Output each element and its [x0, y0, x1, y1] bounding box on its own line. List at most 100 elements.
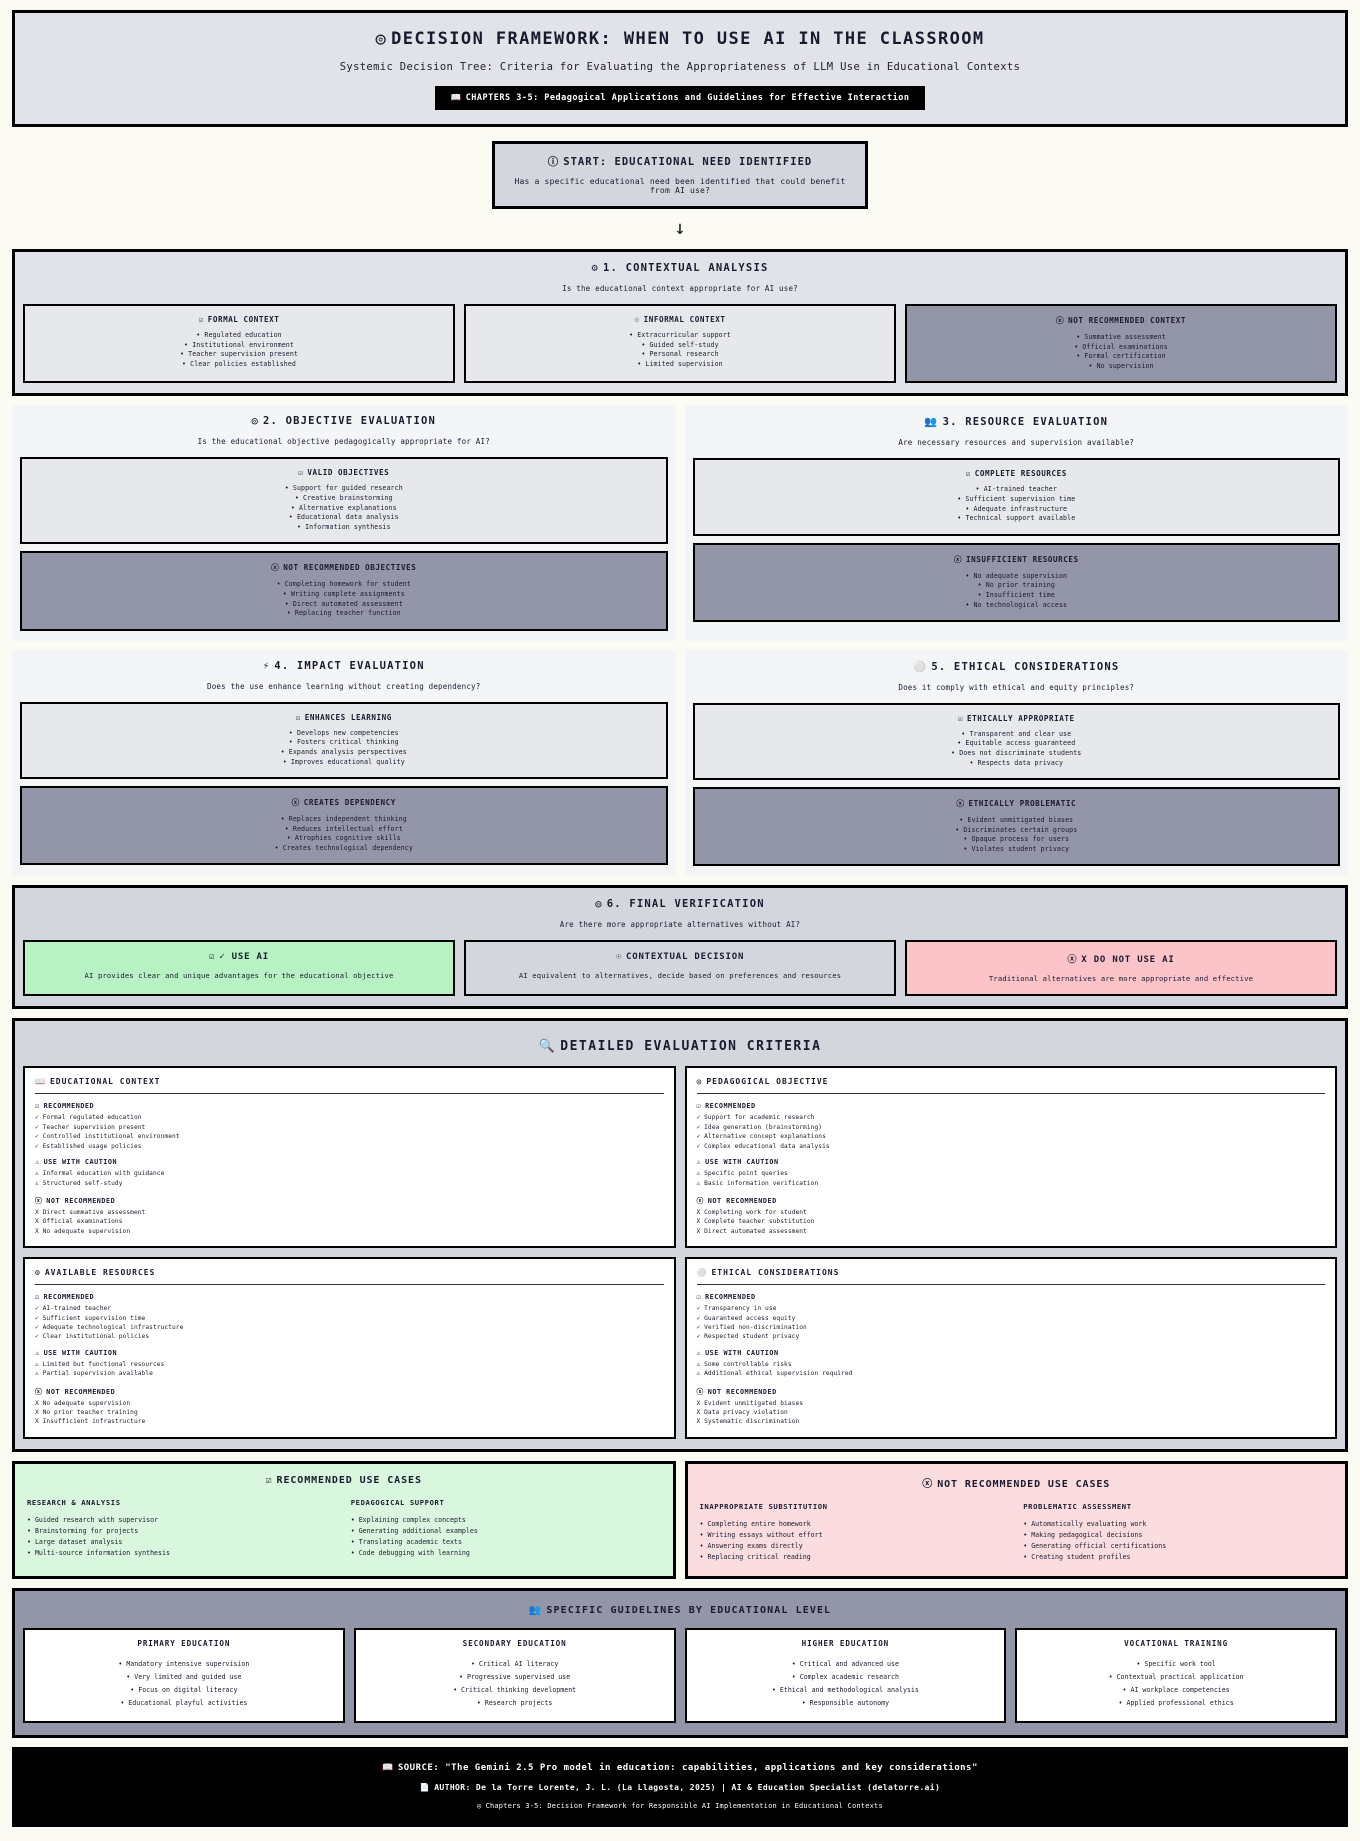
list-item: X Direct summative assessment: [35, 1208, 146, 1216]
list-item: Contextual practical application: [1025, 1671, 1327, 1684]
list-item: Research projects: [364, 1697, 666, 1710]
x-circle-icon: ⓧ: [291, 798, 300, 808]
list-item: Sufficient supervision time: [703, 495, 1331, 505]
list-item: Mandatory intensive supervision: [33, 1658, 335, 1671]
x-circle-icon: ⓧ: [922, 1478, 934, 1490]
warning-triangle-icon: ⚠: [696, 1158, 702, 1167]
group-recommended-items: ✓ Transparency in use ✓ Guaranteed acces…: [697, 1304, 1326, 1342]
branch-items: Replaces independent thinking Reduces in…: [30, 815, 658, 853]
stage-1-branches: ☑FORMAL CONTEXT Regulated education Inst…: [23, 304, 1337, 384]
outcome-desc: AI equivalent to alternatives, decide ba…: [518, 971, 842, 981]
branch-items: Summative assessment Official examinatio…: [915, 333, 1327, 371]
column-heading: RESEARCH & ANALYSIS: [27, 1497, 121, 1507]
x-circle-icon: ⓧ: [1067, 955, 1078, 966]
list-item: ⚠ Specific point queries: [696, 1170, 788, 1178]
list-item: Respects data privacy: [703, 759, 1331, 769]
list-item: Making pedagogical decisions: [1023, 1530, 1333, 1541]
book-icon: 📖: [382, 1762, 394, 1773]
warning-triangle-icon: ⚠: [35, 1348, 40, 1357]
outcome-contextual-decision[interactable]: ☉CONTEXTUAL DECISION AI equivalent to al…: [464, 940, 896, 997]
column-heading: PROBLEMATIC ASSESSMENT: [1023, 1501, 1132, 1511]
criteria-card-ethical-considerations: ⚪ETHICAL CONSIDERATIONS ☑RECOMMENDED ✓ T…: [684, 1257, 1337, 1439]
stage-4-impact-evaluation: ⚡4. IMPACT EVALUATION Does the use enhan…: [12, 649, 676, 877]
list-item: Formal certification: [915, 352, 1327, 362]
list-item: Personal research: [474, 350, 886, 360]
list-item: ✓ Complex educational data analysis: [696, 1142, 830, 1150]
criteria-title: 🔍DETAILED EVALUATION CRITERIA: [538, 1039, 822, 1055]
list-item: Reduces intellectual effort: [30, 825, 658, 835]
gear-icon: ⚙: [35, 1268, 41, 1278]
group-caution-label: ⚠USE WITH CAUTION: [696, 1158, 779, 1167]
list-item: Does not discriminate students: [703, 749, 1331, 759]
criteria-grid: 📖EDUCATIONAL CONTEXT ☑RECOMMENDED ✓ Form…: [23, 1066, 1337, 1439]
branch-items: Support for guided research Creative bra…: [30, 484, 658, 532]
guidelines-by-level: 👥SPECIFIC GUIDELINES BY EDUCATIONAL LEVE…: [12, 1587, 1348, 1738]
list-item: ✓ Respected student privacy: [696, 1333, 800, 1341]
criteria-card-title: ◎PEDAGOGICAL OBJECTIVE: [696, 1077, 1325, 1095]
list-item: Generating official certifications: [1023, 1541, 1333, 1552]
recommended-use-cases: ☑RECOMMENDED USE CASES RESEARCH & ANALYS…: [12, 1460, 676, 1579]
list-item: Applied professional ethics: [1025, 1697, 1327, 1710]
x-circle-icon: ⓧ: [271, 563, 280, 573]
check-circle-icon: ☑: [209, 952, 216, 963]
list-item: No prior training: [703, 581, 1331, 591]
column-items: Explaining complex concepts Generating a…: [351, 1515, 661, 1560]
list-item: Alternative explanations: [30, 504, 658, 514]
warning-triangle-icon: ⚠: [696, 1348, 702, 1357]
levels-row: PRIMARY EDUCATION Mandatory intensive su…: [23, 1627, 1337, 1723]
branch-card: ☑FORMAL CONTEXT Regulated education Inst…: [23, 304, 455, 384]
stage-3-branches: ☑COMPLETE RESOURCES AI-trained teacher S…: [692, 458, 1340, 623]
list-item: Very limited and guided use: [33, 1671, 335, 1684]
outcome-use-ai[interactable]: ☑✓ USE AI AI provides clear and unique a…: [23, 940, 455, 997]
branch-items: Evident unmitigated biases Discriminates…: [703, 816, 1331, 854]
document-icon: 📄: [419, 1782, 431, 1792]
list-item: Large dataset analysis: [27, 1537, 337, 1548]
list-item: Creates technological dependency: [30, 844, 658, 854]
group-recommended-items: ✓ AI-trained teacher ✓ Sufficient superv…: [35, 1304, 664, 1342]
branch-items: Regulated education Institutional enviro…: [33, 331, 445, 369]
branch-items: AI-trained teacher Sufficient supervisio…: [703, 485, 1331, 523]
x-circle-icon: ⓧ: [696, 1387, 704, 1396]
column-items: Automatically evaluating work Making ped…: [1023, 1519, 1333, 1564]
level-card-higher: HIGHER EDUCATION Critical and advanced u…: [684, 1627, 1007, 1723]
check-circle-icon: ☑: [965, 469, 971, 479]
list-item: ⚠ Some controllable risks: [696, 1360, 792, 1368]
list-item: ✓ Established usage policies: [35, 1142, 142, 1150]
list-item: Guided research with supervisor: [27, 1515, 337, 1526]
group-recommended-label: ☑RECOMMENDED: [696, 1293, 756, 1302]
group-caution-items: ⚠ Specific point queries ⚠ Basic informa…: [697, 1169, 1326, 1188]
people-icon: 👥: [924, 416, 939, 429]
list-item: Generating additional examples: [351, 1526, 661, 1537]
book-icon: 📖: [450, 93, 462, 103]
list-item: Violates student privacy: [703, 845, 1331, 855]
list-item: Explaining complex concepts: [351, 1515, 661, 1526]
column-heading: INAPPROPRIATE SUBSTITUTION: [699, 1501, 828, 1511]
branch-title: ☑ENHANCES LEARNING: [295, 712, 392, 722]
target-icon: ◎: [477, 1801, 482, 1810]
stage-1-contextual-analysis: ⚙1. CONTEXTUAL ANALYSIS Is the education…: [12, 249, 1348, 397]
check-circle-icon: ☑: [696, 1102, 702, 1111]
list-item: X Systematic discrimination: [696, 1418, 800, 1426]
list-item: ✓ Idea generation (brainstorming): [696, 1123, 823, 1131]
list-item: Critical thinking development: [364, 1684, 666, 1697]
list-item: ✓ Support for academic research: [696, 1114, 815, 1122]
use-case-column: RESEARCH & ANALYSIS Guided research with…: [27, 1498, 337, 1560]
level-items: Critical and advanced use Complex academ…: [695, 1658, 997, 1710]
list-item: Specific work tool: [1025, 1658, 1327, 1671]
branch-card: ☑ETHICALLY APPROPRIATE Transparent and c…: [692, 702, 1340, 781]
check-circle-icon: ☑: [198, 315, 204, 324]
criteria-card-available-resources: ⚙AVAILABLE RESOURCES ☑RECOMMENDED ✓ AI-t…: [23, 1257, 676, 1439]
list-item: ⚠ Additional ethical supervision require…: [696, 1370, 853, 1378]
list-item: Completing homework for student: [30, 580, 658, 590]
stage-6-title: ◎6. FINAL VERIFICATION: [595, 898, 765, 911]
list-item: Limited supervision: [474, 360, 886, 370]
group-caution-label: ⚠USE WITH CAUTION: [35, 1348, 118, 1357]
